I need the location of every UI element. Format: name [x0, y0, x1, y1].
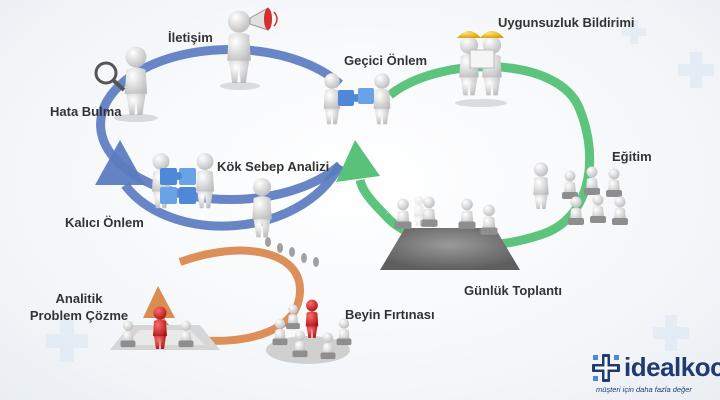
green-arrowhead	[336, 140, 380, 182]
idealkoc-logo: idealkoc müşteri için daha fazla değer	[590, 348, 720, 400]
label-gunluk-toplanti: Günlük Toplantı	[464, 283, 562, 298]
label-beyin-firtinasi: Beyin Fırtınası	[345, 307, 435, 322]
analitik-illustration	[110, 306, 220, 350]
plus-cross-logo-icon	[592, 354, 620, 382]
label-hata-bulma: Hata Bulma	[50, 104, 122, 119]
gecici-onlem-illustration	[323, 73, 391, 125]
label-problem-cozme: Problem Çözme	[29, 308, 129, 323]
logo-text: idealkoc	[624, 352, 720, 382]
label-analitik: Analitik	[55, 291, 103, 306]
megaphone-icon	[249, 7, 278, 31]
background-plus-icon	[46, 320, 88, 362]
logo-tagline: müşteri için daha fazla değer	[596, 385, 692, 394]
background-plus-icon	[678, 52, 714, 88]
uygunsuzluk-illustration	[455, 31, 507, 107]
background-plus-icon	[653, 315, 689, 351]
meeting-table	[380, 228, 520, 270]
label-egitim: Eğitim	[612, 149, 652, 164]
footprints-icon	[265, 237, 319, 267]
background-plus-icon	[622, 20, 646, 44]
gunluk-toplanti-illustration	[380, 195, 520, 270]
kok-sebep-illustration	[252, 177, 319, 267]
label-kalici-onlem: Kalıcı Önlem	[65, 215, 144, 230]
magnifier-icon	[94, 61, 118, 85]
iletisim-illustration	[220, 7, 278, 90]
beyin-firtinasi-illustration	[266, 299, 352, 364]
kalici-onlem-illustration	[151, 153, 215, 209]
orange-arrowhead	[143, 286, 175, 318]
hard-hat-icon	[457, 31, 504, 38]
label-iletisim: İletişim	[168, 30, 213, 45]
puzzle-icon	[338, 88, 374, 106]
label-gecici-onlem: Geçici Önlem	[344, 53, 428, 68]
puzzle-icon	[160, 168, 196, 204]
blue-arrowhead	[95, 140, 145, 185]
hata-bulma-illustration	[94, 46, 158, 122]
label-kok-sebep: Kök Sebep Analizi	[217, 159, 330, 174]
label-uygunsuzluk: Uygunsuzluk Bildirimi	[498, 15, 635, 30]
